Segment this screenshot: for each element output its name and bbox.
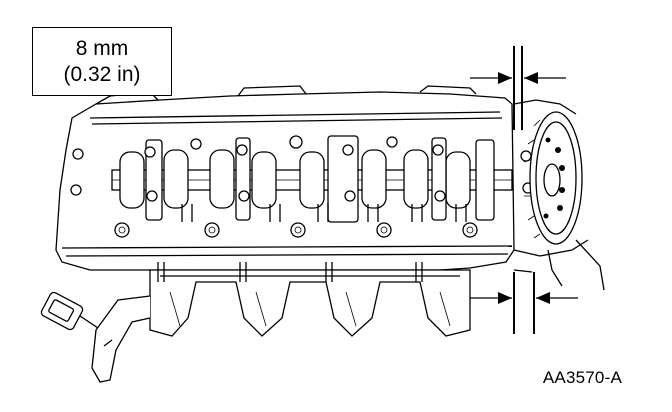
- measurement-reference: [470, 46, 578, 334]
- head-bolts: [70, 135, 534, 238]
- cam-sprocket: [523, 111, 583, 245]
- dimension-arrow-top-left: [498, 72, 512, 84]
- dimension-arrow-top-right: [524, 72, 538, 84]
- camshaft: [111, 135, 513, 223]
- cam-lobe-group-2: [209, 149, 277, 209]
- spec-imperial-value: (0.32 in): [63, 62, 141, 86]
- figure-reference-id: AA3570-A: [542, 368, 622, 387]
- spec-metric-value: 8 mm: [75, 37, 129, 61]
- cam-lobe-group-4: [403, 149, 471, 209]
- front-cover-detail: [513, 99, 605, 291]
- dimension-arrow-bottom-right: [536, 292, 550, 304]
- specification-callout-box: 8 mm (0.32 in): [32, 27, 172, 96]
- valve-springs: [181, 204, 467, 222]
- manifold-studs: [157, 262, 423, 282]
- cam-lobe-group-1: [119, 149, 189, 209]
- exhaust-manifold: [91, 269, 471, 383]
- cam-lobe-group-3: [299, 149, 387, 209]
- dimension-arrow-bottom-left: [498, 292, 512, 304]
- sensor-connector: [40, 291, 99, 331]
- bearing-cap-5: [475, 139, 495, 221]
